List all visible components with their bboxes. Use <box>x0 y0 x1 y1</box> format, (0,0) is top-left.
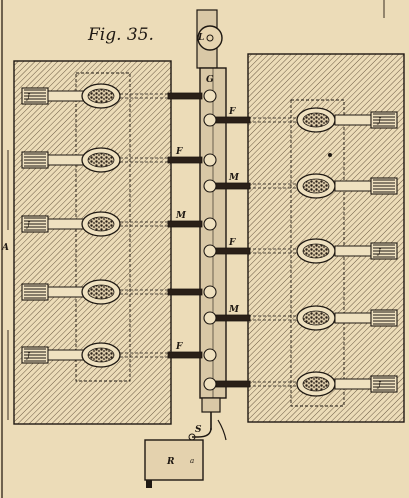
left-tuyere-group: J J J <box>21 83 172 368</box>
right-tuyere-group: J J J <box>228 107 398 397</box>
label-R: R <box>166 457 175 467</box>
branch-pipe-group: F M F F M F M <box>167 89 251 391</box>
branch-pipe-left-4 <box>167 285 217 299</box>
branch-label-right-3: F <box>228 238 236 248</box>
branch-label-right-4: M <box>228 305 240 315</box>
branch-label-right-1: F <box>228 107 236 117</box>
tuyere-left-4 <box>21 279 172 305</box>
tuyere-left-3: J <box>21 211 172 237</box>
branch-pipe-right-1: F <box>203 107 251 127</box>
branch-label-left-3: M <box>175 211 187 221</box>
tuyere-right-2 <box>228 173 398 199</box>
label-a: a <box>190 457 194 465</box>
left-hearth-block <box>13 60 172 425</box>
tuyere-right-3: J <box>228 238 398 264</box>
branch-pipe-right-2: M <box>203 173 251 193</box>
label-S: S <box>195 425 202 435</box>
tuyere-right-4 <box>228 305 398 331</box>
branch-pipe-right-4: M <box>203 305 251 325</box>
tuyere-label-left-3: J <box>25 221 31 229</box>
figure-title: Fig. 35. <box>87 25 154 45</box>
label-G: G <box>206 75 214 85</box>
branch-label-right-2: M <box>228 173 240 183</box>
tuyere-label-left-1: J <box>25 93 31 101</box>
regulator-valve: L <box>197 25 223 51</box>
branch-label-left-5: F <box>175 342 183 352</box>
branch-pipe-right-5 <box>203 377 251 391</box>
label-A: A <box>1 243 9 253</box>
tuyere-left-2 <box>21 147 172 173</box>
tuyere-label-right-5: J <box>376 381 382 389</box>
branch-pipe-left-3: M <box>167 211 217 231</box>
branch-label-left-2: F <box>175 147 183 157</box>
tuyere-right-5: J <box>228 371 398 397</box>
branch-pipe-left-1 <box>167 89 217 103</box>
tuyere-label-right-3: J <box>376 248 382 256</box>
branch-pipe-left-5: F <box>167 342 217 362</box>
reservoir-box: R a <box>144 419 227 488</box>
branch-pipe-left-2: F <box>167 147 217 167</box>
label-L: L <box>197 33 204 43</box>
branch-pipe-right-3: F <box>203 238 251 258</box>
tuyere-right-1: J <box>228 107 398 133</box>
tuyere-label-left-5: J <box>25 352 31 360</box>
tuyere-left-5: J <box>21 342 172 368</box>
tuyere-label-right-1: J <box>376 117 382 125</box>
tuyere-left-1: J <box>21 83 172 109</box>
